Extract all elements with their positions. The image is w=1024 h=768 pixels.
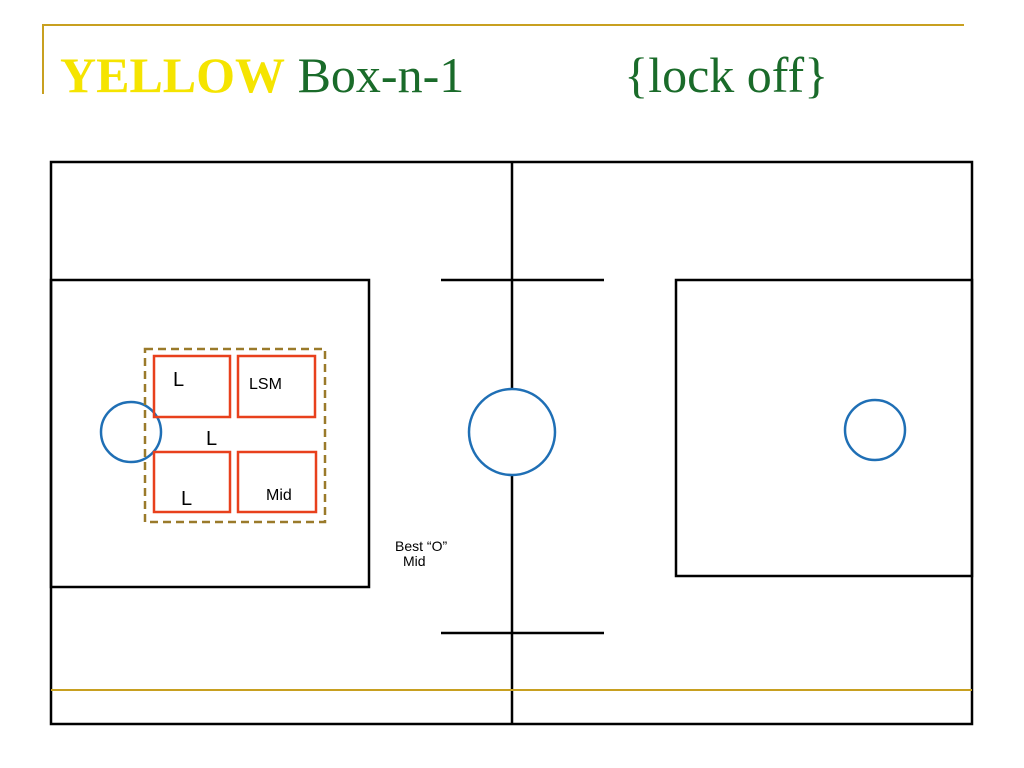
center-circle bbox=[467, 387, 557, 477]
title-suffix: {lock off} bbox=[624, 47, 829, 103]
player-label-l-top: L bbox=[173, 369, 185, 391]
title-main: Box-n-1 bbox=[297, 47, 465, 103]
slide-title: YELLOW Box-n-1 {lock off} bbox=[60, 40, 828, 110]
annotation-line-2: Mid bbox=[403, 553, 426, 569]
left-accent-line bbox=[42, 24, 44, 94]
player-box-l-bottom bbox=[152, 450, 232, 514]
top-accent-line bbox=[42, 24, 964, 26]
player-label-l-bottom: L bbox=[181, 488, 193, 510]
player-label-l-center: L bbox=[206, 428, 218, 450]
player-box-lsm bbox=[236, 354, 317, 419]
player-box-l-top bbox=[152, 354, 232, 419]
player-label-mid: Mid bbox=[266, 487, 292, 504]
right-restraining-box bbox=[674, 278, 974, 578]
left-crease-circle bbox=[99, 400, 163, 464]
title-highlight: YELLOW bbox=[60, 47, 286, 103]
annotation-line-1: Best “O” bbox=[395, 538, 448, 554]
zone-dashed-outline bbox=[143, 347, 327, 524]
left-restraining-box bbox=[49, 278, 371, 589]
player-box-mid bbox=[236, 450, 318, 514]
right-crease-circle bbox=[843, 398, 907, 462]
player-label-lsm: LSM bbox=[249, 376, 282, 393]
